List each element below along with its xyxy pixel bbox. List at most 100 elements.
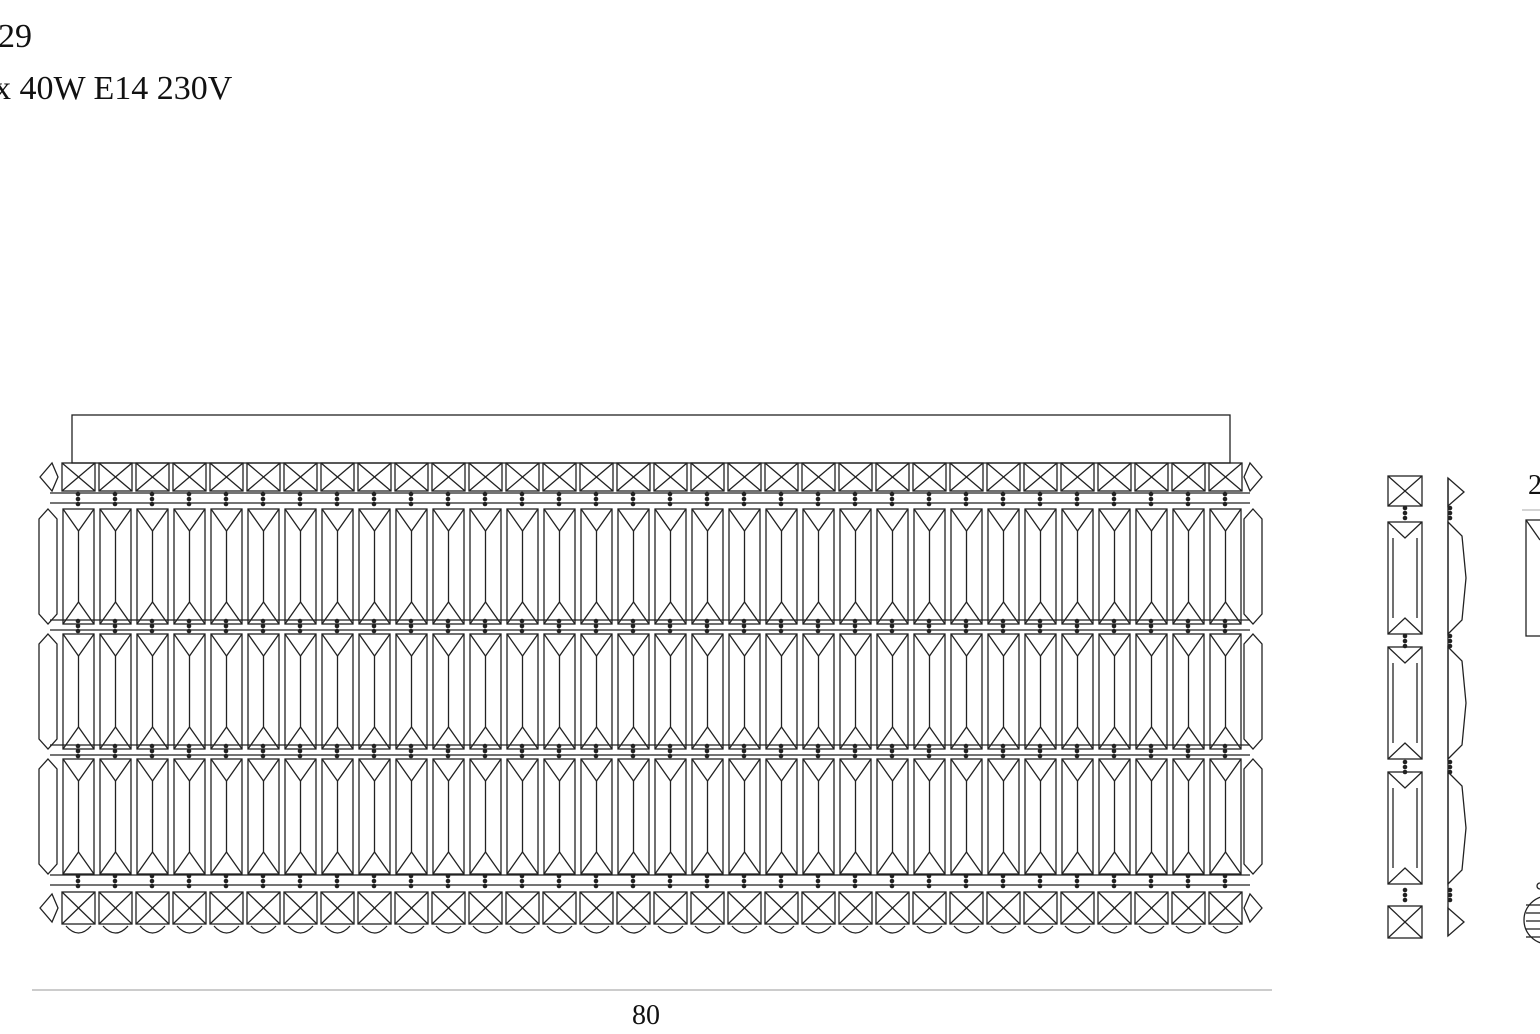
crystal-cross-line bbox=[320, 891, 355, 925]
bottom-square-crystal bbox=[468, 891, 503, 925]
crystal-cross-line bbox=[1060, 462, 1095, 492]
connector-bead bbox=[1402, 643, 1408, 649]
side-profile-crystal bbox=[1447, 520, 1467, 636]
connector-bead bbox=[1148, 496, 1154, 502]
drop-crystal bbox=[768, 925, 795, 934]
connector-bead bbox=[889, 623, 895, 629]
crystal-cross-line bbox=[1134, 462, 1169, 492]
connector-bead bbox=[1185, 623, 1191, 629]
prism-facet bbox=[284, 758, 317, 783]
prism-facet bbox=[136, 633, 169, 658]
prism-facet bbox=[62, 850, 95, 875]
crystal-cross-line bbox=[209, 891, 244, 925]
prism-facet bbox=[691, 758, 724, 783]
prism-facet bbox=[1387, 617, 1423, 635]
connector-bead bbox=[852, 878, 858, 884]
drop-crystal bbox=[361, 925, 388, 934]
prism-facet bbox=[617, 758, 650, 783]
connector-bead bbox=[1447, 892, 1453, 898]
connector-bead bbox=[334, 623, 340, 629]
top-square-crystal bbox=[1134, 462, 1169, 492]
connector-bead bbox=[1402, 769, 1408, 775]
prism-facet bbox=[1061, 633, 1094, 658]
crystal-cross-line bbox=[1023, 891, 1058, 925]
connector-bead bbox=[1074, 878, 1080, 884]
connector-bead bbox=[408, 623, 414, 629]
prism-facet bbox=[1024, 850, 1057, 875]
prism-facet bbox=[284, 508, 317, 533]
drop-crystal bbox=[102, 925, 129, 934]
top-square-crystal bbox=[98, 462, 133, 492]
left-end-crystal bbox=[38, 758, 58, 875]
connector-bead bbox=[1447, 505, 1453, 511]
connector-bead bbox=[223, 878, 229, 884]
prism-facet bbox=[173, 758, 206, 783]
crystal-cross-line bbox=[838, 891, 873, 925]
crystal-cross-line bbox=[764, 891, 799, 925]
prism-facet bbox=[173, 850, 206, 875]
top-square-crystal bbox=[357, 462, 392, 492]
crystal-cross-line bbox=[357, 891, 392, 925]
crystal-cross-line bbox=[542, 891, 577, 925]
connector-bead bbox=[593, 623, 599, 629]
right-top-point bbox=[1243, 461, 1263, 493]
prism-facet bbox=[802, 758, 835, 783]
prism-facet bbox=[543, 758, 576, 783]
crystal-cross-line bbox=[61, 462, 96, 492]
crystal-cross-line bbox=[1097, 462, 1132, 492]
drop-crystal bbox=[694, 925, 721, 934]
bottom-square-crystal bbox=[727, 891, 762, 925]
connector-bead bbox=[482, 748, 488, 754]
prism-facet bbox=[1387, 521, 1423, 539]
side-profile-top bbox=[1447, 476, 1465, 508]
crystal-cross-line bbox=[653, 462, 688, 492]
connector-bead bbox=[112, 623, 118, 629]
connector-bead bbox=[778, 748, 784, 754]
connector-bead bbox=[667, 496, 673, 502]
prism-facet bbox=[62, 633, 95, 658]
prism-facet bbox=[839, 633, 872, 658]
connector-bead bbox=[186, 496, 192, 502]
connector-bead bbox=[445, 623, 451, 629]
connector-bead bbox=[223, 623, 229, 629]
connector-bead bbox=[778, 496, 784, 502]
connector-bead bbox=[223, 496, 229, 502]
connector-bead bbox=[1447, 887, 1453, 893]
crystal-cross-line bbox=[949, 891, 984, 925]
right-end-crystal bbox=[1243, 508, 1263, 625]
prism-facet bbox=[728, 633, 761, 658]
crystal-cross-line bbox=[505, 462, 540, 492]
drop-crystal bbox=[472, 925, 499, 934]
connector-bead bbox=[1000, 878, 1006, 884]
connector-bead bbox=[1222, 496, 1228, 502]
prism-facet bbox=[1172, 758, 1205, 783]
connector-bead bbox=[371, 878, 377, 884]
prism-facet bbox=[1135, 508, 1168, 533]
connector-bead bbox=[1111, 623, 1117, 629]
bottom-square-crystal bbox=[1097, 891, 1132, 925]
connector-bead bbox=[408, 748, 414, 754]
bottom-square-crystal bbox=[283, 891, 318, 925]
prism-facet bbox=[1098, 508, 1131, 533]
drop-crystal bbox=[1138, 925, 1165, 934]
prism-facet bbox=[876, 758, 909, 783]
crystal-cross-line bbox=[357, 462, 392, 492]
connector-bead bbox=[1148, 623, 1154, 629]
prism-facet bbox=[580, 508, 613, 533]
prism-facet bbox=[950, 508, 983, 533]
connector-bead bbox=[630, 878, 636, 884]
prism-facet bbox=[1098, 758, 1131, 783]
crystal-cross-line bbox=[542, 462, 577, 492]
connector-bead bbox=[75, 748, 81, 754]
top-square-crystal bbox=[61, 462, 96, 492]
connector-bead bbox=[1447, 897, 1453, 903]
connector-bead bbox=[1447, 515, 1453, 521]
prism-facet bbox=[1061, 758, 1094, 783]
crystal-cross-line bbox=[1387, 905, 1423, 939]
connector-bead bbox=[1402, 764, 1408, 770]
prism-facet bbox=[506, 758, 539, 783]
connector-bead bbox=[926, 748, 932, 754]
prism-facet bbox=[543, 508, 576, 533]
connector-bead bbox=[186, 623, 192, 629]
connector-bead bbox=[926, 496, 932, 502]
